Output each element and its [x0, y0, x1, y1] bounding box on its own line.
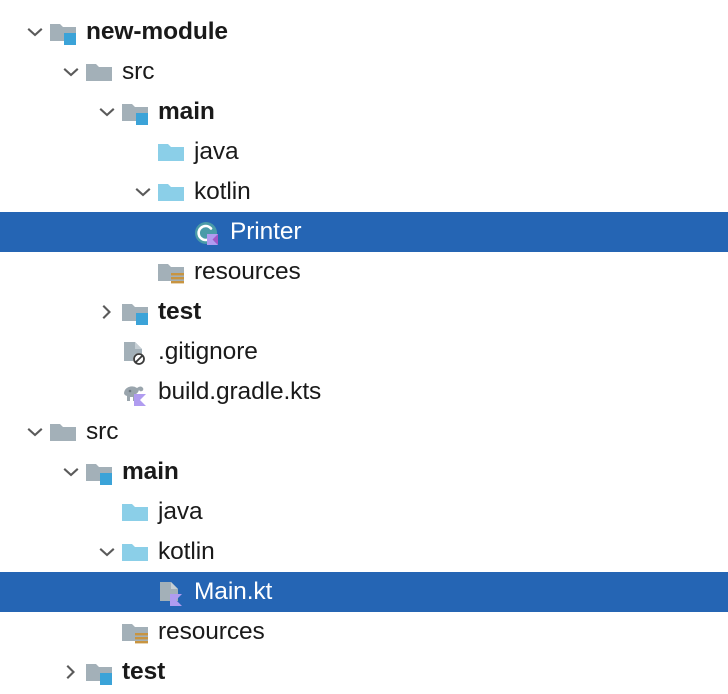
tree-row-java-root[interactable]: java: [0, 492, 728, 532]
chevron-down-icon[interactable]: [22, 12, 48, 52]
tree-row-label: java: [194, 138, 239, 165]
tree-row-main-kt[interactable]: Main.kt: [0, 572, 728, 612]
kotlin-file-icon: [156, 572, 190, 612]
tree-row-clipped[interactable]: [0, 0, 728, 12]
tree-row-label: resources: [158, 618, 265, 645]
twistie-placeholder: [94, 492, 120, 532]
tree-row-label: Main.kt: [194, 578, 273, 605]
tree-row-label: src: [86, 418, 119, 445]
chevron-right-icon[interactable]: [94, 292, 120, 332]
resources-folder-icon: [156, 252, 190, 292]
twistie-placeholder: [130, 252, 156, 292]
source-folder-icon: [120, 492, 154, 532]
tree-row-label: .gitignore: [158, 338, 258, 365]
tree-row-label: test: [122, 658, 166, 685]
chevron-down-icon[interactable]: [58, 452, 84, 492]
tree-row-test[interactable]: test: [0, 292, 728, 332]
tree-row-resources-root[interactable]: resources: [0, 612, 728, 652]
tree-row-printer[interactable]: Printer: [0, 212, 728, 252]
tree-row-test-root[interactable]: test: [0, 652, 728, 692]
twistie-placeholder: [22, 0, 48, 12]
twistie-placeholder: [94, 612, 120, 652]
folder-icon: [48, 412, 82, 452]
module-folder-icon: [120, 92, 154, 132]
twistie-placeholder: [94, 332, 120, 372]
chevron-right-icon[interactable]: [58, 652, 84, 692]
tree-row-gitignore[interactable]: .gitignore: [0, 332, 728, 372]
tree-row-resources[interactable]: resources: [0, 252, 728, 292]
chevron-down-icon[interactable]: [94, 532, 120, 572]
tree-row-label: java: [158, 498, 203, 525]
tree-row-label: kotlin: [158, 538, 215, 565]
twistie-placeholder: [130, 572, 156, 612]
module-folder-icon: [48, 12, 82, 52]
source-folder-icon: [120, 532, 154, 572]
module-folder-icon: [120, 292, 154, 332]
chevron-down-icon[interactable]: [58, 52, 84, 92]
tree-row-kotlin[interactable]: kotlin: [0, 172, 728, 212]
kotlin-class-icon: [192, 212, 226, 252]
gradle-kotlin-icon: [120, 372, 154, 412]
tree-row-label: main: [158, 98, 215, 125]
tree-row-label: new-module: [86, 18, 228, 45]
tree-row-src[interactable]: src: [0, 52, 728, 92]
tree-row-label: build.gradle.kts: [158, 378, 322, 405]
tree-row-kotlin-root[interactable]: kotlin: [0, 532, 728, 572]
folder-icon: [84, 52, 118, 92]
twistie-placeholder: [94, 372, 120, 412]
source-folder-icon: [156, 172, 190, 212]
chevron-down-icon[interactable]: [130, 172, 156, 212]
chevron-down-icon[interactable]: [94, 92, 120, 132]
tree-row-label: Printer: [230, 218, 302, 245]
tree-row-main[interactable]: main: [0, 92, 728, 132]
tree-row-main-root[interactable]: main: [0, 452, 728, 492]
tree-row-java[interactable]: java: [0, 132, 728, 172]
source-folder-icon: [156, 132, 190, 172]
resources-folder-icon: [120, 612, 154, 652]
module-folder-icon: [84, 452, 118, 492]
tree-row-label: src: [122, 58, 155, 85]
tree-row-src-root[interactable]: src: [0, 412, 728, 452]
tree-row-label: test: [158, 298, 202, 325]
tree-row-build-gradle-kts[interactable]: build.gradle.kts: [0, 372, 728, 412]
ignored-file-icon: [120, 332, 154, 372]
module-folder-icon: [84, 652, 118, 692]
twistie-placeholder: [166, 212, 192, 252]
tree-row-label: main: [122, 458, 179, 485]
tree-row-label: kotlin: [194, 178, 251, 205]
twistie-placeholder: [130, 132, 156, 172]
chevron-down-icon[interactable]: [22, 412, 48, 452]
tree-row-label: resources: [194, 258, 301, 285]
tree-row-new-module[interactable]: new-module: [0, 12, 728, 52]
